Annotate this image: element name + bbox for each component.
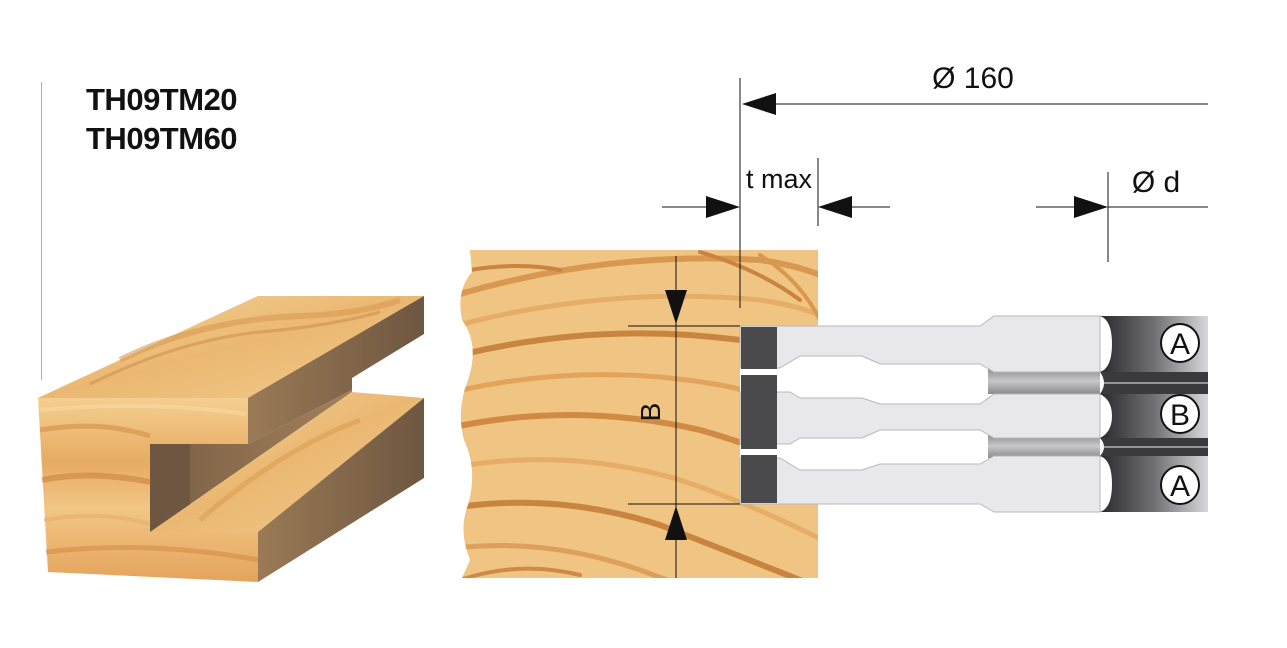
product-code-2: TH09TM60: [86, 121, 238, 156]
board-section: [460, 250, 820, 578]
product-codes: TH09TM20 TH09TM60: [86, 80, 238, 158]
accent-rule: [41, 82, 42, 380]
knife-middle: [741, 375, 777, 449]
cutter-b-middle: [739, 391, 1101, 445]
dimension-arrows: [665, 93, 1108, 540]
profile-side-upper: [248, 296, 424, 444]
dim-outer-diameter: Ø 160: [932, 62, 1014, 95]
knife-bottom: [741, 455, 777, 503]
dim-bore-diameter: Ø d: [1132, 166, 1180, 199]
dim-tmax: t max: [746, 164, 813, 194]
dim-height: B: [635, 403, 666, 422]
cutter-label-bottom: A: [1160, 465, 1200, 505]
cutter-label-bottom-text: A: [1170, 470, 1190, 503]
wood-profile-3d: [38, 296, 424, 582]
cutter-label-top-text: A: [1170, 328, 1190, 361]
cutter-label-middle: B: [1160, 394, 1200, 434]
profile-front-face: [38, 398, 258, 582]
cutter-label-middle-text: B: [1170, 399, 1190, 432]
cutter-a-top: [739, 315, 1101, 373]
product-code-1: TH09TM20: [86, 82, 238, 117]
profile-groove: [150, 390, 352, 532]
profile-lower-step: [150, 392, 424, 532]
cutter-label-top: A: [1160, 323, 1200, 363]
knife-top: [741, 327, 777, 369]
cutter-head: [739, 315, 1208, 513]
cutter-a-bottom: [739, 455, 1101, 513]
